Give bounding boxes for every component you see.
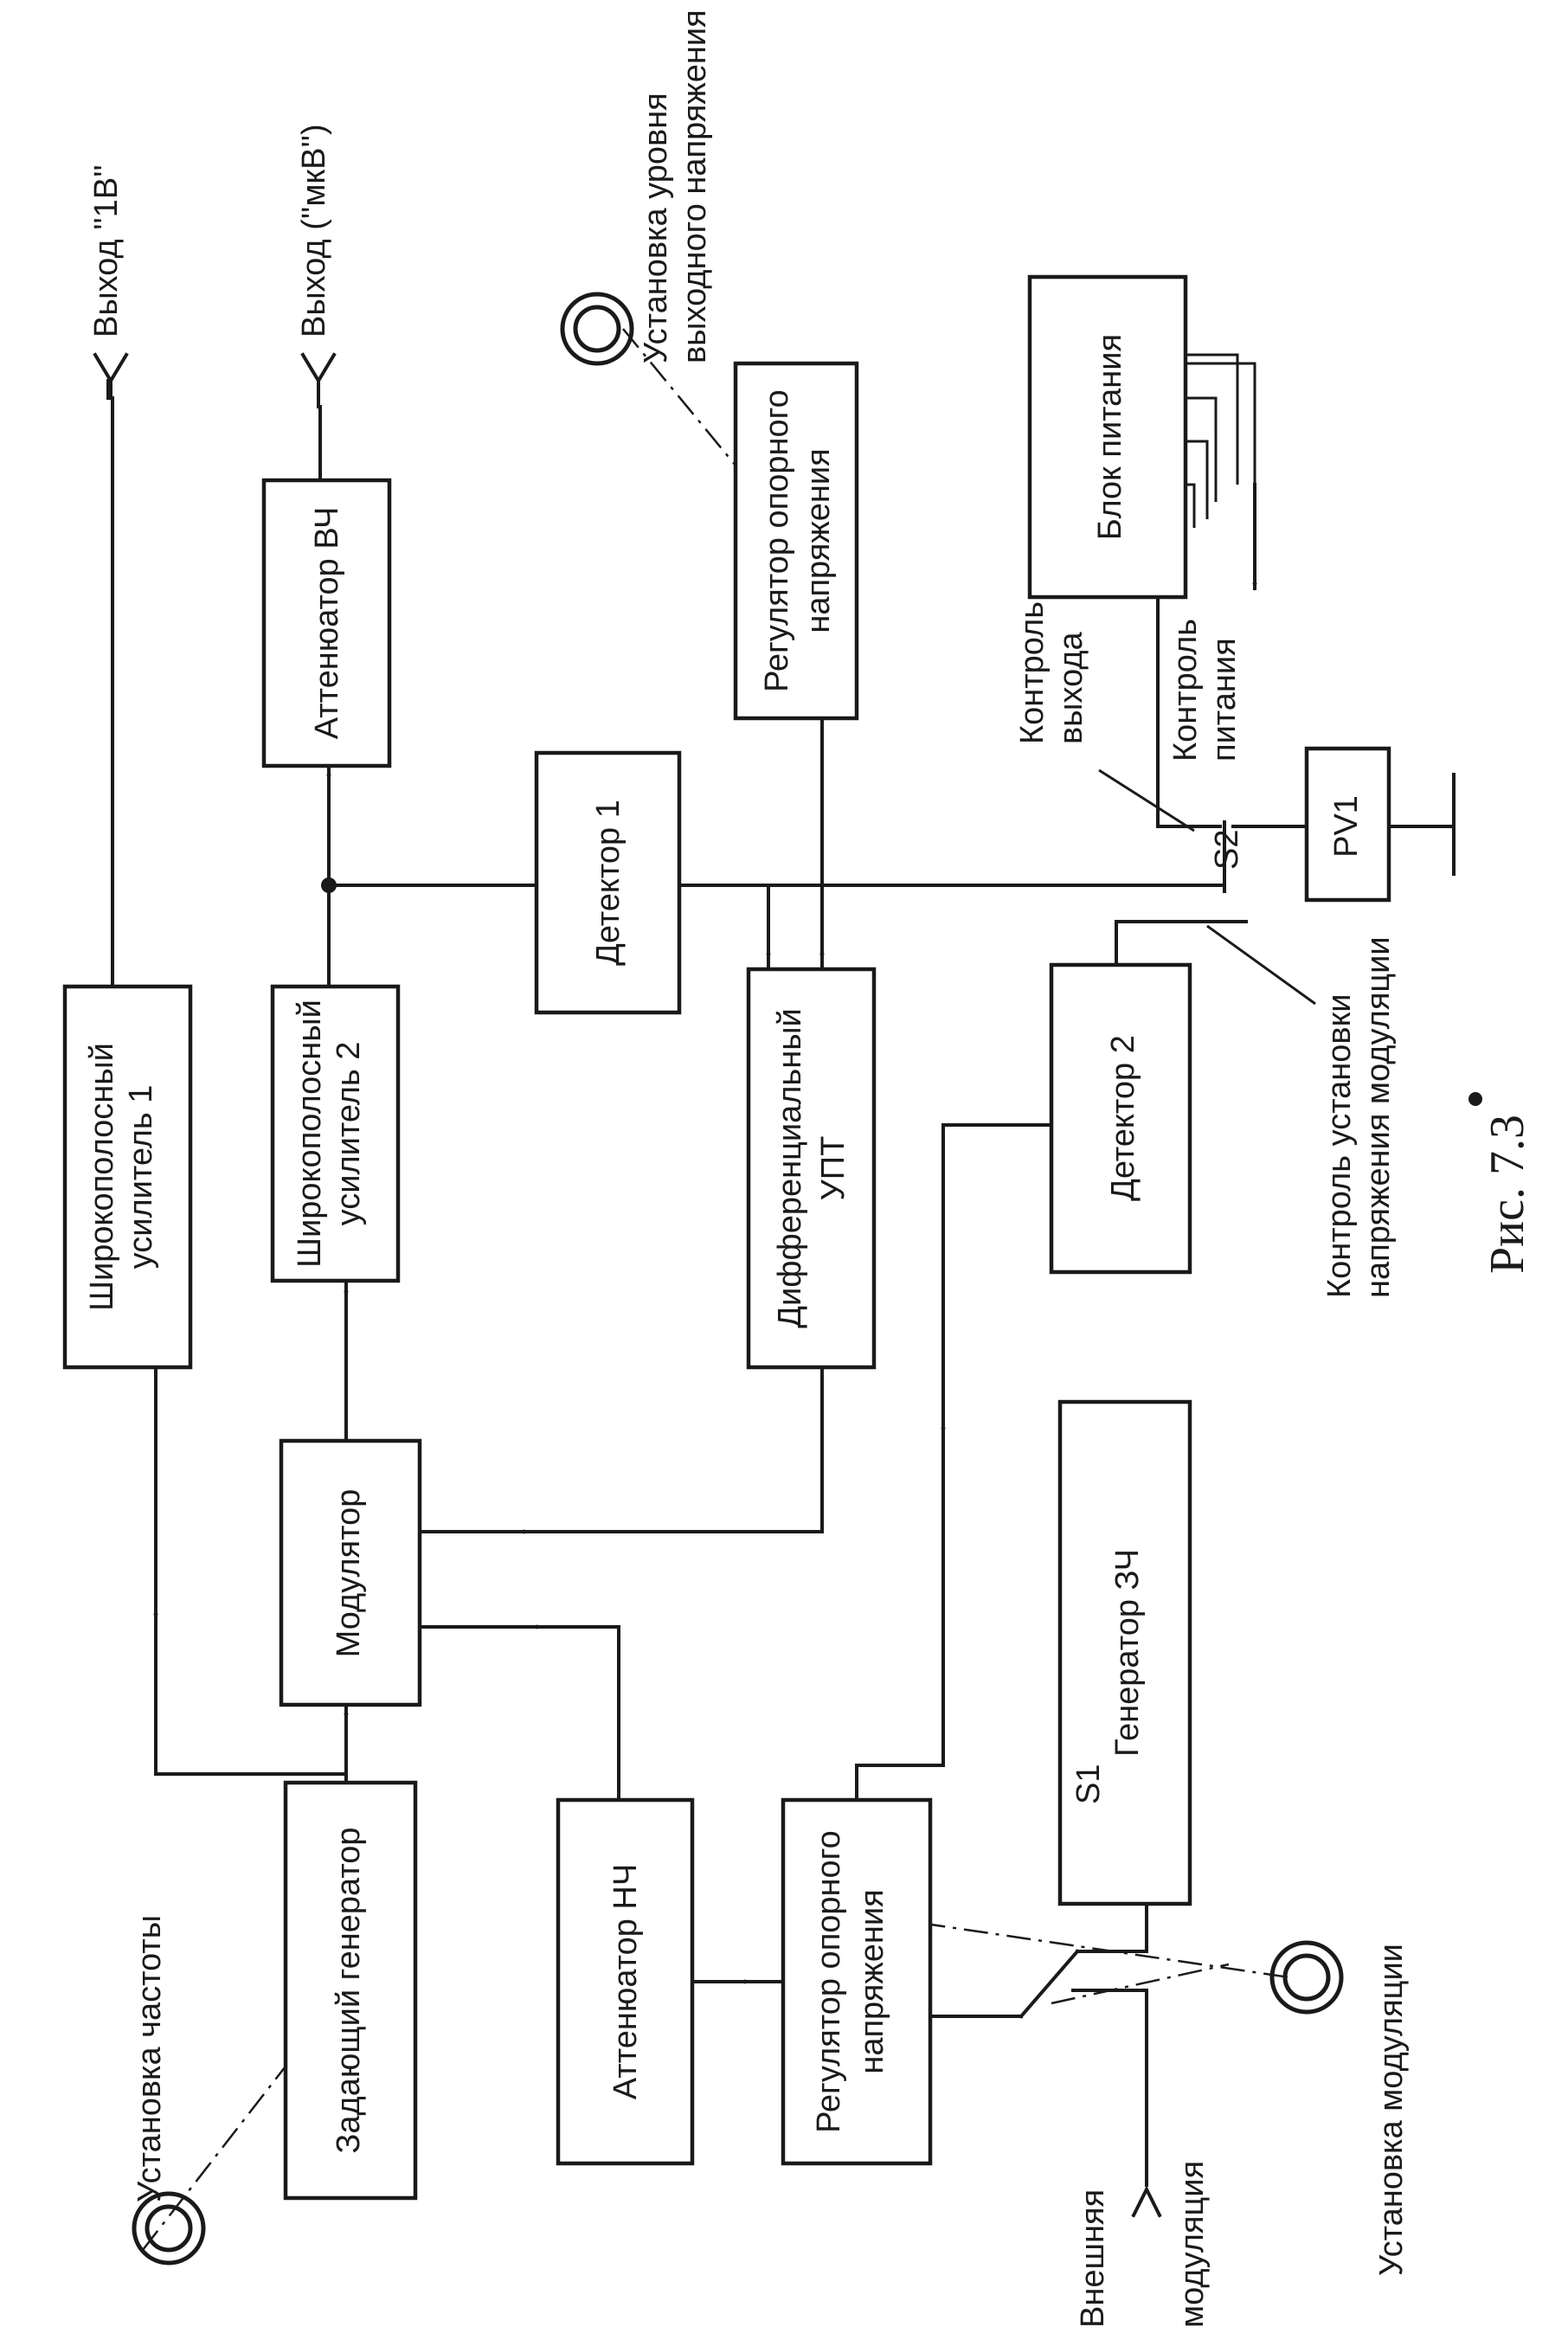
af-gen-label: Генератор ЗЧ: [1109, 1549, 1146, 1757]
set-modulation-label: Установка модуляции: [1373, 1944, 1410, 2276]
out-1v-label: Выход ''1В'': [88, 164, 125, 337]
output-control-label-2: выхода: [1053, 631, 1089, 744]
detector-2-label: Детектор 2: [1105, 1035, 1141, 1201]
detector-1-label: Детектор 1: [590, 800, 627, 966]
block-power-unit: Блок питания: [1027, 274, 1188, 600]
output-uv-terminal[interactable]: [300, 352, 337, 408]
master-gen-label: Задающий генератор: [331, 1827, 367, 2153]
set-out-level-label-2: выходного напряжения: [677, 10, 713, 363]
ref-reg-bottom-label-2: напряжения: [854, 1889, 890, 2073]
block-modulator: Модулятор: [279, 1438, 422, 1707]
out-level-knob[interactable]: [560, 292, 634, 366]
power-unit-label: Блок питания: [1092, 334, 1128, 540]
block-diff-upt: Дифференциальный УПТ: [746, 967, 877, 1370]
power-control-label-1: Контроль: [1167, 619, 1204, 762]
figure-caption: Рис. 7.3: [1481, 1115, 1534, 1274]
connection-lines: [106, 353, 1456, 2187]
block-af-gen: Генератор ЗЧ: [1057, 1399, 1192, 1906]
ref-reg-top-label-1: Регулятор опорного: [759, 389, 795, 692]
set-frequency-label: Установка частоты: [132, 1915, 168, 2202]
out-uv-label: Выход (''мкВ''): [296, 124, 332, 337]
atten-lf-label: Аттенюатор НЧ: [607, 1864, 644, 2099]
diff-upt-label-2: УПТ: [815, 1136, 851, 1201]
wb-amp-2-label-1: Широкополосный: [292, 999, 328, 1268]
wb-amp-1-label-1: Широкополосный: [84, 1043, 120, 1311]
ref-reg-top-label-2: напряжения: [800, 448, 837, 633]
modulator-label: Модулятор: [331, 1489, 367, 1658]
wb-amp-2-label-2: усилитель 2: [331, 1042, 367, 1226]
mod-control-label-2: напряжения модуляции: [1360, 936, 1397, 1298]
ext-modulation-label-2: модуляция: [1174, 2161, 1211, 2328]
block-wb-amp-1: Широкополосный усилитель 1: [62, 984, 193, 1370]
block-meter-pv1: PV1: [1304, 746, 1391, 903]
block-detector-2: Детектор 2: [1049, 962, 1192, 1275]
output-control-label-1: Контроль: [1014, 601, 1051, 744]
switch-s2-label: S2: [1209, 830, 1245, 870]
block-master-gen: Задающий генератор: [283, 1780, 418, 2201]
dash-dot-control-links: [142, 328, 1290, 2251]
ext-modulation-label-1: Внешняя: [1075, 2189, 1111, 2328]
block-ref-reg-bottom: Регулятор опорного напряжения: [781, 1797, 933, 2166]
meter-label: PV1: [1328, 795, 1365, 858]
atten-hf-label: Аттенюатор ВЧ: [309, 507, 345, 740]
output-1v-terminal[interactable]: [93, 352, 129, 400]
block-wb-amp-2: Широкополосный усилитель 2: [270, 984, 401, 1283]
block-detector-1: Детектор 1: [534, 750, 682, 1015]
block-atten-hf: Аттенюатор ВЧ: [261, 478, 392, 768]
wb-amp-1-label-2: усилитель 1: [123, 1085, 159, 1269]
frequency-knob[interactable]: [132, 2191, 206, 2266]
set-out-level-label-1: Установка уровня: [638, 93, 674, 363]
modulation-knob[interactable]: [1269, 1940, 1344, 2015]
block-ref-reg-top: Регулятор опорного напряжения: [733, 361, 859, 721]
switch-s1-label: S1: [1070, 1764, 1107, 1804]
power-control-label-2: питания: [1206, 638, 1243, 762]
block-atten-lf: Аттенюатор НЧ: [556, 1797, 695, 2166]
ref-reg-bottom-label-1: Регулятор опорного: [811, 1830, 847, 2133]
diff-upt-label-1: Дифференциальный: [772, 1008, 808, 1328]
mod-control-label-1: Контроль установки: [1321, 994, 1358, 1298]
ext-modulation-terminal[interactable]: [1131, 2185, 1162, 2218]
